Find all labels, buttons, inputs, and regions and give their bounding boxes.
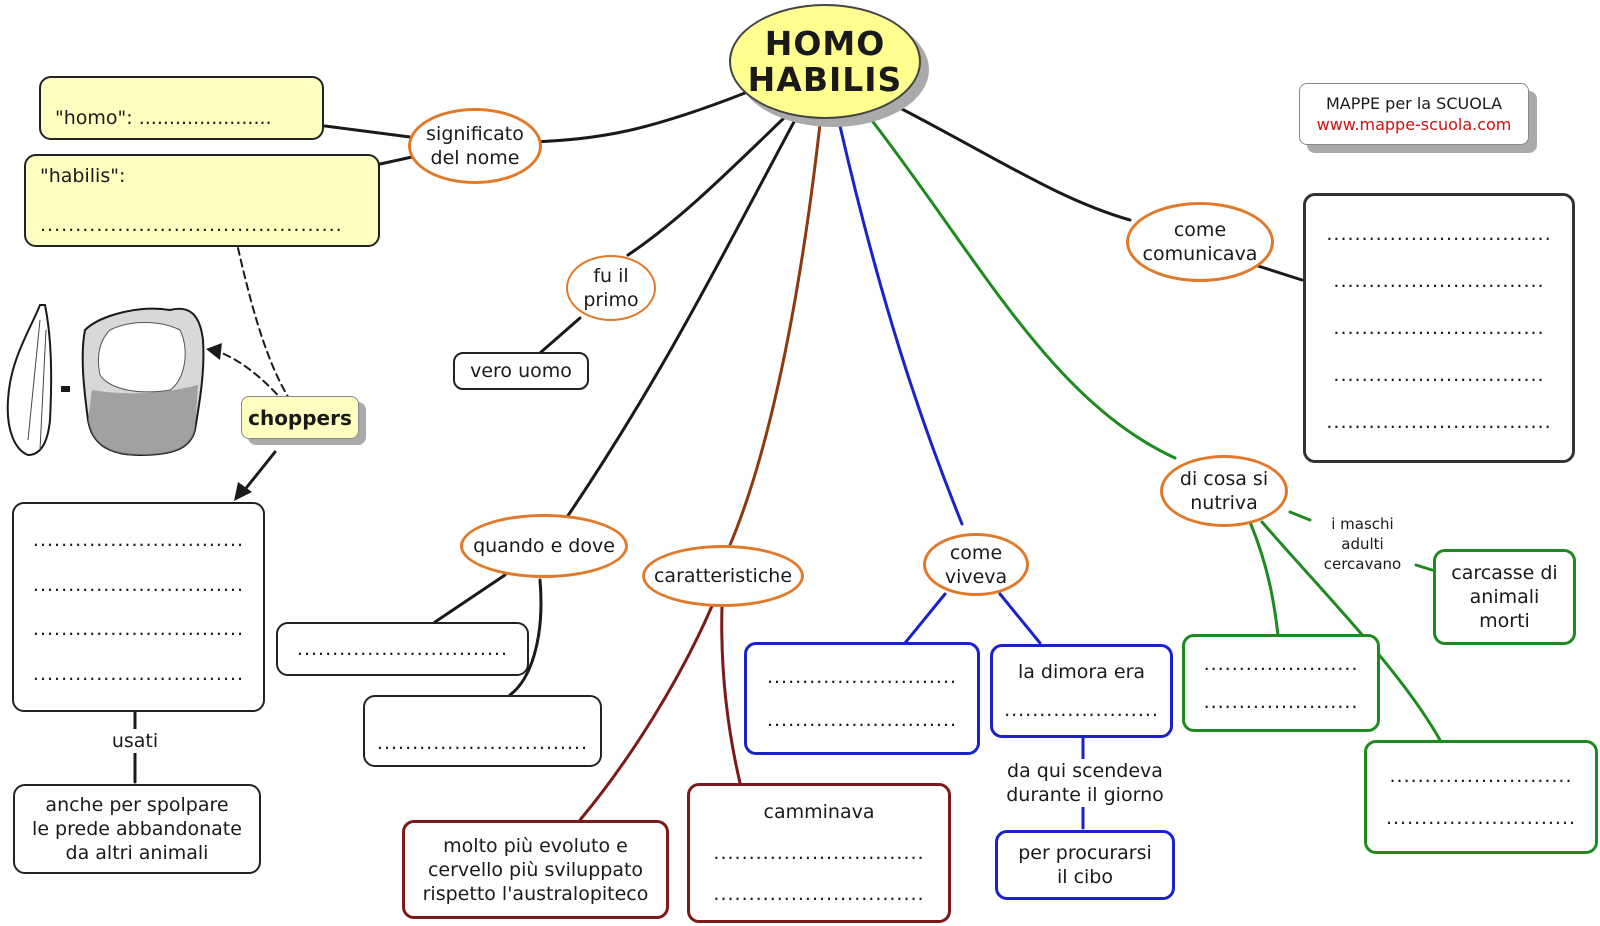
evoluto-line-2: cervello più sviluppato (427, 858, 644, 881)
comunicava-line-2: comunicava (1142, 243, 1258, 265)
quando-box-1-dots: .............................. (296, 638, 509, 660)
spolpare-line-3: da altri animali (65, 842, 209, 864)
fu-primo-line-1: fu il (593, 265, 629, 287)
comunicava-dots-4: .............................. (1333, 364, 1545, 387)
habilis-label: "habilis": (40, 165, 126, 187)
nutriva-box-1-dots-2: ...................... (1203, 691, 1359, 713)
quando-box-2-dots: .............................. (376, 732, 589, 754)
carcasse-box: carcasse di animali morti (1433, 549, 1576, 645)
choppers-box: choppers (241, 396, 359, 439)
vero-uomo-text: vero uomo (470, 360, 572, 382)
usati-label: usati (100, 729, 170, 753)
fu-primo-oval: fu il primo (566, 255, 656, 321)
dimora-text: la dimora era (1017, 661, 1146, 683)
nutriva-line-1: di cosa si (1179, 468, 1269, 490)
chopper-illustration (6, 304, 205, 457)
spolpare-line-2: le prede abbandonate (32, 818, 242, 840)
come-viveva-line-1: come (949, 541, 1003, 564)
title-line-1: HOMO (764, 23, 886, 63)
camminava-dots-1: .............................. (713, 841, 925, 864)
fu-primo-line-2: primo (583, 289, 639, 311)
habilis-dots: ........................................… (40, 214, 343, 236)
vero-uomo-box: vero uomo (453, 352, 589, 390)
homo-text: "homo": ...................... (55, 107, 272, 129)
homo-box: "homo": ...................... (39, 76, 324, 140)
scendeva-label: da qui scendeva durante il giorno (990, 759, 1180, 807)
come-viveva-oval: come viveva (923, 533, 1029, 596)
significato-text: significato del nome (426, 123, 524, 169)
procurarsi-box: per procurarsi il cibo (995, 830, 1175, 900)
comunicava-dots-3: .............................. (1333, 316, 1545, 339)
choppers-dots-2: .............................. (32, 573, 245, 596)
viveva-box: ........................... ............… (744, 642, 980, 755)
dimora-box: la dimora era ...................... (990, 644, 1173, 738)
choppers-dots-4: .............................. (32, 662, 245, 685)
camminava-box: camminava ..............................… (687, 783, 951, 923)
evoluto-line-1: molto più evoluto e (443, 834, 628, 857)
caratteristiche-oval: caratteristiche (642, 545, 804, 607)
comunicava-dots-5: ................................ (1326, 411, 1552, 434)
scendeva-line-2: durante il giorno (1006, 784, 1164, 806)
nutriva-box-2: .......................... .............… (1364, 740, 1598, 854)
caratteristiche-text: caratteristiche (653, 565, 793, 587)
dimora-dots: ...................... (1004, 699, 1159, 721)
scendeva-line-1: da qui scendeva (1007, 760, 1163, 782)
carcasse-line-1: carcasse di (1451, 562, 1558, 584)
credit-link[interactable]: www.mappe-scuola.com (1316, 115, 1512, 134)
nutriva-box-1-dots-1: ...................... (1203, 653, 1359, 675)
evoluto-line-3: rispetto l'australopiteco (422, 882, 649, 905)
comunicava-line-1: come (1173, 219, 1227, 241)
procurarsi-line-2: il cibo (1056, 866, 1113, 888)
comunicava-oval: come comunicava (1126, 202, 1274, 282)
title-node: HOMO HABILIS (729, 4, 921, 119)
comunicava-box: ................................ .......… (1303, 193, 1575, 463)
credit-line-1: MAPPE per la SCUOLA (1325, 94, 1503, 113)
spolpare-line-1: anche per spolpare (45, 794, 229, 816)
nutriva-box-1: ...................... .................… (1182, 634, 1380, 732)
maschi-line-1: i maschi (1331, 515, 1394, 533)
nutriva-line-2: nutriva (1190, 492, 1258, 514)
evoluto-box: molto più evoluto e cervello più svilupp… (402, 820, 669, 919)
quando-dove-text: quando e dove (473, 535, 615, 557)
camminava-text: camminava (763, 801, 875, 824)
maschi-line-2: adulti (1341, 535, 1384, 553)
viveva-dots-1: ........................... (766, 665, 958, 688)
quando-dove-oval: quando e dove (460, 514, 628, 578)
carcasse-line-2: animali (1469, 586, 1540, 608)
comunicava-dots-2: .............................. (1333, 269, 1545, 292)
habilis-box: "habilis": .............................… (24, 154, 380, 247)
maschi-line-3: cercavano (1323, 555, 1402, 573)
choppers-dots-box: .............................. .........… (12, 502, 265, 712)
come-viveva-line-2: viveva (944, 565, 1008, 588)
nutriva-box-2-dots-1: .......................... (1389, 765, 1573, 787)
title-line-2: HABILIS (747, 59, 903, 99)
choppers-dots-1: .............................. (32, 529, 245, 552)
quando-box-2: .............................. (363, 695, 602, 767)
significato-oval: significato del nome (408, 108, 542, 184)
nutriva-box-2-dots-2: ........................... (1385, 807, 1577, 829)
choppers-text: choppers (248, 405, 352, 430)
choppers-dots-3: .............................. (32, 618, 245, 641)
credit-box: MAPPE per la SCUOLA www.mappe-scuola.com (1299, 83, 1529, 145)
camminava-dots-2: .............................. (713, 882, 925, 905)
spolpare-box: anche per spolpare le prede abbandonate … (13, 784, 261, 874)
viveva-dots-2: ........................... (766, 709, 958, 732)
procurarsi-line-1: per procurarsi (1018, 842, 1152, 864)
comunicava-dots-1: ................................ (1326, 222, 1552, 245)
quando-box-1: .............................. (276, 622, 529, 676)
nutriva-oval: di cosa si nutriva (1160, 455, 1288, 527)
carcasse-line-3: morti (1479, 610, 1530, 632)
maschi-label: i maschi adulti cercavano (1310, 514, 1415, 574)
